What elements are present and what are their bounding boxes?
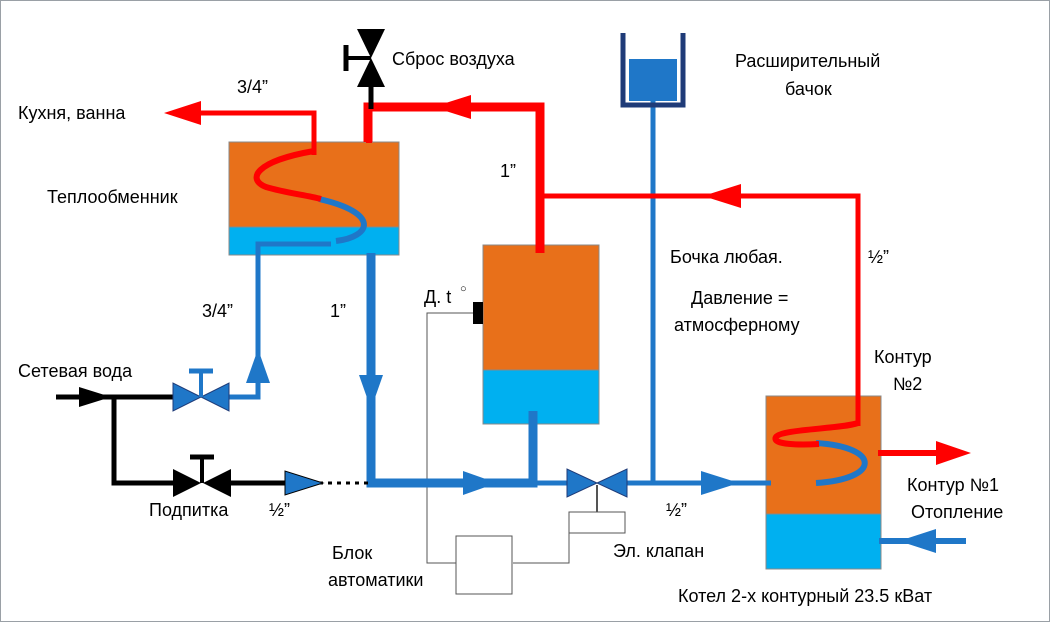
label-pipe-half-right: ½” <box>868 247 889 267</box>
arrow-feed-dashed <box>284 470 325 496</box>
arrow-return-circuit1 <box>899 529 936 553</box>
label-pipe-half-feed: ½” <box>269 500 290 520</box>
label-mains-water: Сетевая вода <box>18 361 133 381</box>
buffer-tank <box>482 244 600 425</box>
solenoid-valve[interactable] <box>566 468 628 498</box>
arrow-left-hot-top <box>433 95 471 119</box>
arrow-down-1 <box>359 375 383 409</box>
arrow-left-hot-mid <box>703 184 741 208</box>
label-feed: Подпитка <box>149 500 229 520</box>
label-air-vent: Сброс воздуха <box>392 49 516 69</box>
label-pipe-1-upper: 1” <box>500 161 516 181</box>
mains-pipes <box>56 394 371 486</box>
arrow-right-bottom <box>463 471 497 495</box>
label-automation-2: автоматики <box>328 570 423 590</box>
label-pipe-3-4-left: 3/4” <box>202 301 233 321</box>
labels: Сброс воздуха Расширительный бачок Кухня… <box>18 49 1003 606</box>
label-pipe-3-4-top: 3/4” <box>237 77 268 97</box>
arrow-right-boiler <box>701 471 739 495</box>
automation-unit <box>455 535 513 595</box>
boiler-coil-cold <box>815 440 868 486</box>
control-wiring <box>426 312 570 564</box>
label-kitchen-bath: Кухня, ванна <box>18 103 126 123</box>
arrow-up-3-4 <box>246 349 270 383</box>
label-circuit2-2: №2 <box>893 374 922 394</box>
label-heat-exchanger: Теплообменник <box>47 187 178 207</box>
mains-valve[interactable] <box>172 368 230 412</box>
boiler-coil-hot <box>772 420 859 448</box>
heat-exchanger-coil-hot <box>253 148 322 202</box>
label-pipe-half-valve: ½” <box>666 500 687 520</box>
label-temp-sensor: Д. t <box>424 287 451 307</box>
arrow-circuit1-out <box>936 441 971 465</box>
label-circuit1-1: Контур №1 <box>907 475 999 495</box>
label-circuit2-1: Контур <box>874 347 932 367</box>
label-pipe-1-lower: 1” <box>330 301 346 321</box>
label-temp-degree: ○ <box>460 283 467 295</box>
label-pressure-1: Давление = <box>691 288 788 308</box>
solenoid-actuator <box>568 511 626 534</box>
label-expansion-tank-1: Расширительный <box>735 51 880 71</box>
arrow-kitchen-out <box>164 101 201 125</box>
air-vent-valve[interactable] <box>343 29 385 109</box>
heat-exchanger-coil-cold <box>318 196 367 244</box>
label-barrel-any: Бочка любая. <box>670 247 783 267</box>
arrow-mains-in <box>79 387 111 407</box>
label-expansion-tank-2: бачок <box>785 79 832 99</box>
label-pressure-2: атмосферному <box>674 315 800 335</box>
label-boiler: Котел 2-х контурный 23.5 кВат <box>678 586 932 606</box>
label-circuit1-2: Отопление <box>911 502 1003 522</box>
cold-pipes <box>229 101 966 544</box>
expansion-tank <box>620 33 686 108</box>
temperature-sensor <box>473 302 483 324</box>
feed-valve[interactable] <box>173 454 231 497</box>
flow-arrows <box>79 95 971 553</box>
label-solenoid-valve: Эл. клапан <box>613 541 704 561</box>
label-automation-1: Блок <box>332 543 372 563</box>
